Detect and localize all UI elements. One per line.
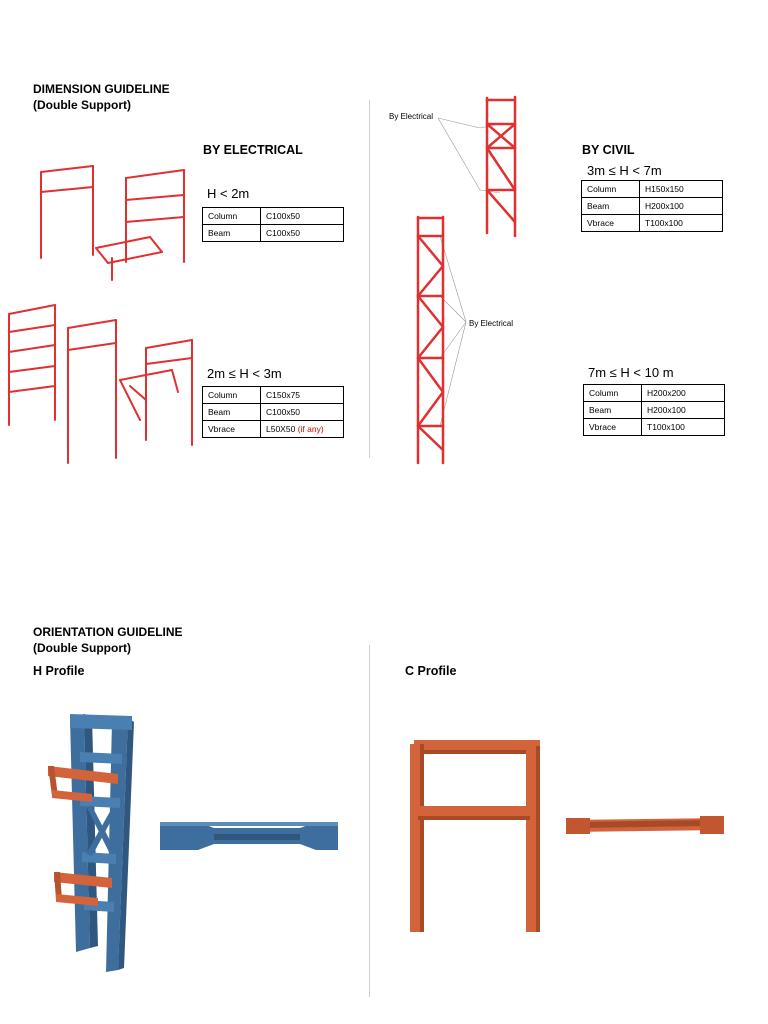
dimension-section-title: DIMENSION GUIDELINE (Double Support): [33, 81, 170, 113]
c-profile-label: C Profile: [405, 664, 457, 678]
range-medium: 2m ≤ H < 3m: [207, 366, 282, 381]
range-civil-low: 3m ≤ H < 7m: [587, 163, 662, 178]
frame-medium-2: [67, 319, 117, 464]
dimension-subtitle: (Double Support): [33, 98, 131, 112]
by-electrical-heading: BY ELECTRICAL: [203, 143, 303, 157]
orientation-title: ORIENTATION GUIDELINE: [33, 625, 183, 639]
section-divider-bottom: [369, 645, 370, 997]
civil-tower-short: [485, 95, 517, 238]
range-civil-high: 7m ≤ H < 10 m: [588, 365, 674, 380]
frame-small-1: [40, 165, 94, 259]
c-profile-beam: [566, 816, 724, 834]
frame-medium-3: [119, 339, 193, 446]
h-profile-beam: [160, 822, 338, 850]
dimension-title: DIMENSION GUIDELINE: [33, 82, 170, 96]
table-cell: T100x100: [639, 214, 723, 232]
frame-small-2: [95, 169, 185, 281]
frame-medium-1: [8, 304, 56, 426]
h-profile-label: H Profile: [33, 664, 85, 678]
civil-tower-tall: [416, 215, 445, 465]
range-small: H < 2m: [207, 186, 250, 201]
table-cell: L50X50 (if any): [260, 420, 344, 438]
by-civil-heading: BY CIVIL: [582, 143, 635, 157]
callout-by-electrical-mid: By Electrical: [469, 319, 514, 328]
table-cell: C100x50: [260, 224, 344, 242]
h-profile-tower: [48, 714, 134, 972]
table-cell: T100x100: [641, 418, 725, 436]
orientation-subtitle: (Double Support): [33, 641, 131, 655]
if-any-note: (if any): [297, 424, 324, 434]
section-divider-top: [369, 100, 370, 458]
vbrace-value: L50X50: [266, 424, 296, 434]
orientation-section-title: ORIENTATION GUIDELINE (Double Support): [33, 624, 183, 656]
callout-by-electrical-top: By Electrical: [389, 112, 434, 121]
c-profile-frame: [410, 740, 540, 932]
